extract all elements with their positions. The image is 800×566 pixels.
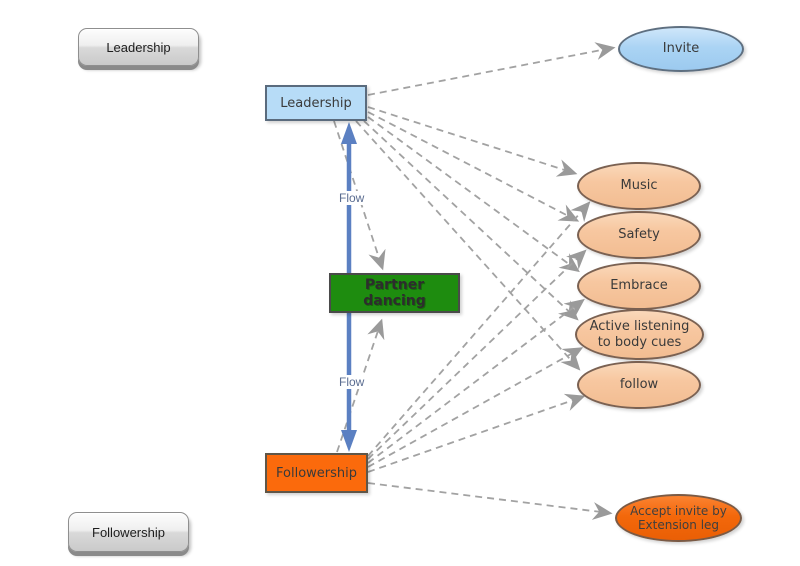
node-followership[interactable]: Followership bbox=[265, 453, 368, 493]
node-invite[interactable]: Invite bbox=[618, 26, 744, 72]
node-safety-label: Safety bbox=[618, 227, 660, 243]
node-music[interactable]: Music bbox=[577, 162, 701, 210]
flow-arrowhead-down bbox=[341, 430, 357, 452]
node-active-listening[interactable]: Active listening to body cues bbox=[575, 309, 704, 360]
node-music-label: Music bbox=[620, 178, 658, 194]
leadership-button-label: Leadership bbox=[106, 39, 171, 55]
node-leadership-label: Leadership bbox=[280, 95, 352, 111]
node-embrace[interactable]: Embrace bbox=[577, 262, 701, 310]
edge-followership-accept-invite bbox=[367, 482, 613, 520]
node-invite-label: Invite bbox=[662, 41, 700, 57]
node-follow-label: follow bbox=[619, 377, 659, 393]
edge-followership-follow bbox=[367, 393, 586, 473]
flow-label-bottom: Flow bbox=[336, 375, 368, 389]
edge-followership-embrace bbox=[367, 298, 585, 464]
edge-leadership-follow bbox=[355, 120, 581, 371]
flow-arrowhead-up bbox=[341, 122, 357, 144]
leadership-button[interactable]: Leadership bbox=[78, 28, 199, 66]
edge-followership-safety bbox=[367, 249, 587, 460]
node-active-listening-label: Active listening to body cues bbox=[589, 318, 690, 350]
edge-leadership-safety bbox=[367, 111, 580, 222]
edge-leadership-invite bbox=[367, 42, 616, 96]
followership-button[interactable]: Followership bbox=[68, 512, 189, 552]
edge-leadership-active-listening bbox=[363, 120, 579, 321]
edge-followership-partner-dancing bbox=[336, 318, 385, 453]
edge-leadership-music bbox=[367, 106, 578, 177]
node-embrace-label: Embrace bbox=[610, 278, 668, 294]
node-partner-dancing[interactable]: Partner dancing bbox=[329, 273, 460, 313]
node-accept-invite-label: Accept invite by Extension leg bbox=[630, 503, 727, 532]
flow-label-top: Flow bbox=[336, 191, 368, 205]
edge-followership-active-listening bbox=[367, 347, 584, 468]
node-follow[interactable]: follow bbox=[577, 361, 701, 409]
followership-button-label: Followership bbox=[92, 524, 165, 540]
node-partner-dancing-label: Partner dancing bbox=[363, 277, 426, 309]
node-safety[interactable]: Safety bbox=[577, 211, 701, 259]
node-followership-label: Followership bbox=[276, 465, 357, 481]
node-leadership[interactable]: Leadership bbox=[265, 85, 367, 121]
node-accept-invite[interactable]: Accept invite by Extension leg bbox=[615, 494, 742, 542]
edge-followership-music bbox=[367, 201, 591, 457]
